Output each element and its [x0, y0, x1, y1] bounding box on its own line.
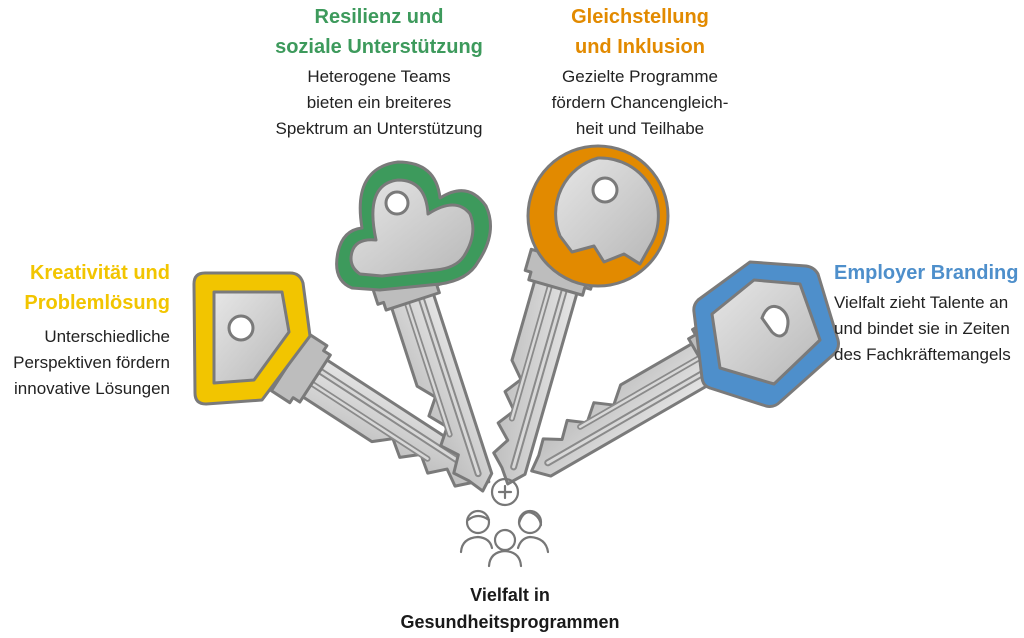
label-kreativitaet-text: Unterschiedliche Perspektiven fördern in… [13, 327, 170, 398]
key-kreativitaet [192, 271, 503, 517]
key-resilienz [335, 160, 508, 504]
key-hole [591, 176, 619, 204]
key-hole [760, 304, 790, 338]
key-hole [384, 190, 410, 216]
label-kreativitaet-title: Kreativität und Problemlösung [24, 262, 170, 314]
key-employer [511, 260, 840, 493]
key-hole [227, 314, 255, 342]
label-kreativitaet: Kreativität und Problemlösung Unterschie… [0, 258, 170, 402]
label-gleichstellung-text: Gezielte Programme fördern Chancengleich… [551, 67, 729, 138]
label-employer-text: Vielfalt zieht Talente an und bindet sie… [834, 293, 1011, 364]
label-gleichstellung: Gleichstellung und Inklusion Gezielte Pr… [520, 2, 760, 142]
label-employer-title: Employer Branding [834, 262, 1019, 284]
people-plus-icon [459, 477, 550, 568]
label-resilienz-text: Heterogene Teams bieten ein breiteres Sp… [275, 67, 483, 138]
center-label: Vielfalt in Gesundheitsprogrammen [380, 582, 640, 636]
label-resilienz-title: Resilienz und soziale Unterstützung [275, 6, 483, 58]
key-gleichstellung [467, 144, 670, 491]
label-resilienz: Resilienz und soziale Unterstützung Hete… [248, 2, 510, 142]
label-gleichstellung-title: Gleichstellung und Inklusion [571, 6, 709, 58]
label-employer: Employer Branding Vielfalt zieht Talente… [834, 258, 1024, 368]
center-title: Vielfalt in Gesundheitsprogrammen [400, 585, 620, 632]
